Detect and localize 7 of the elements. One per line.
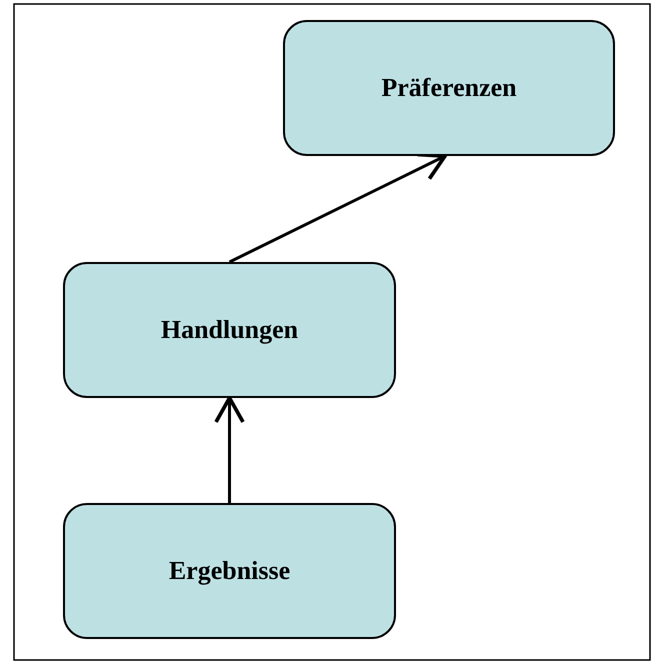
process-box — [283, 20, 615, 156]
process-box — [63, 262, 396, 398]
process-box — [63, 503, 396, 639]
box-label: Handlungen — [160, 315, 298, 345]
arrow — [214, 396, 245, 503]
box-label: Präferenzen — [381, 73, 517, 103]
box-label: Ergebnisse — [168, 556, 290, 586]
